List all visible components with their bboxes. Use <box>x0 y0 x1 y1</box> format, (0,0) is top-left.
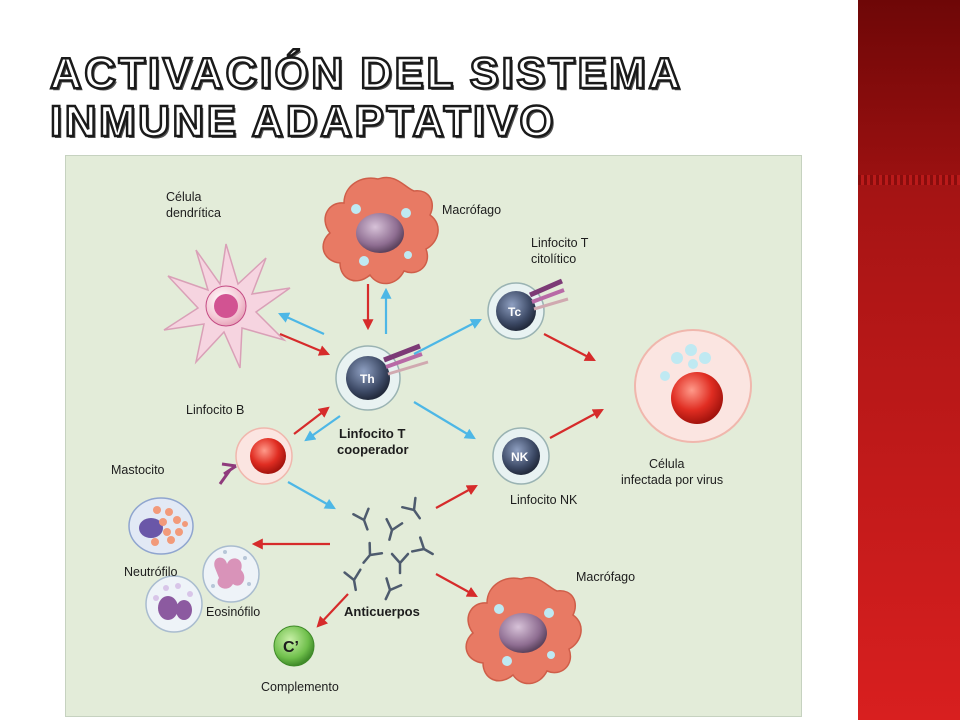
arrow-dendritic-to-th <box>279 332 331 356</box>
dendritic-cell <box>163 243 291 369</box>
arrow-th-to-dendritic <box>277 312 325 336</box>
macrophage-bottom <box>465 576 582 685</box>
label-infected-line1: Célula <box>649 457 684 471</box>
arrows <box>251 284 604 628</box>
label-antibodies: Anticuerpos <box>344 604 420 619</box>
label-dendritic-line1: Célula <box>166 190 201 204</box>
arrow-b-to-antibodies <box>287 481 336 510</box>
label-cytotoxic-line1: Linfocito T <box>531 236 589 250</box>
label-macrophage-top: Macrófago <box>442 203 501 217</box>
label-infected-line2: infectada por virus <box>621 473 723 487</box>
neutrophil <box>202 545 260 603</box>
arrow-nk-to-infected <box>549 408 604 439</box>
helper-t-cell: Th <box>335 343 429 411</box>
complement-mark: C’ <box>283 639 299 656</box>
label-dendritic-line2: dendrítica <box>166 206 221 220</box>
label-nk-cell: Linfocito NK <box>510 493 578 507</box>
macrophage-top <box>322 176 439 285</box>
mast-cell <box>128 497 194 555</box>
antibodies <box>343 496 434 601</box>
label-neutrophil: Neutrófilo <box>124 565 178 579</box>
label-mast-cell: Mastocito <box>111 463 165 477</box>
label-macrophage-bottom: Macrófago <box>576 570 635 584</box>
side-decoration-band <box>858 0 960 720</box>
infected-cell <box>634 329 752 443</box>
nk-cell-mark: NK <box>511 450 529 464</box>
arrow-th-to-tc <box>413 318 482 355</box>
label-helper-line2: cooperador <box>337 442 409 457</box>
nk-cell: NK <box>492 427 550 485</box>
arrow-antibodies-to-nk <box>435 484 478 509</box>
label-cytotoxic-line2: citolítico <box>531 252 576 266</box>
cytotoxic-t-mark: Tc <box>508 305 521 319</box>
label-b-cell: Linfocito B <box>186 403 244 417</box>
cytotoxic-t-cell: Tc <box>487 278 569 340</box>
eosinophil <box>145 575 203 633</box>
arrow-th-to-nk <box>413 401 476 440</box>
complement: C’ <box>273 625 315 667</box>
immune-diagram: Th Tc NK <box>66 156 801 716</box>
immune-diagram-figure: Th Tc NK <box>65 155 802 717</box>
arrow-antibodies-to-macrophage <box>435 573 478 598</box>
slide-title: Activación del sistema inmune adaptativo <box>49 48 682 147</box>
label-eosinophil: Eosinófilo <box>206 605 260 619</box>
arrow-b-to-th <box>293 406 330 435</box>
helper-t-mark: Th <box>360 372 375 386</box>
b-cell <box>218 427 293 485</box>
label-complement: Complemento <box>261 680 339 694</box>
arrow-antibodies-to-complement <box>316 593 349 628</box>
label-helper-line1: Linfocito T <box>339 426 405 441</box>
arrow-th-to-b <box>304 415 341 442</box>
arrow-tc-to-infected <box>543 333 596 362</box>
